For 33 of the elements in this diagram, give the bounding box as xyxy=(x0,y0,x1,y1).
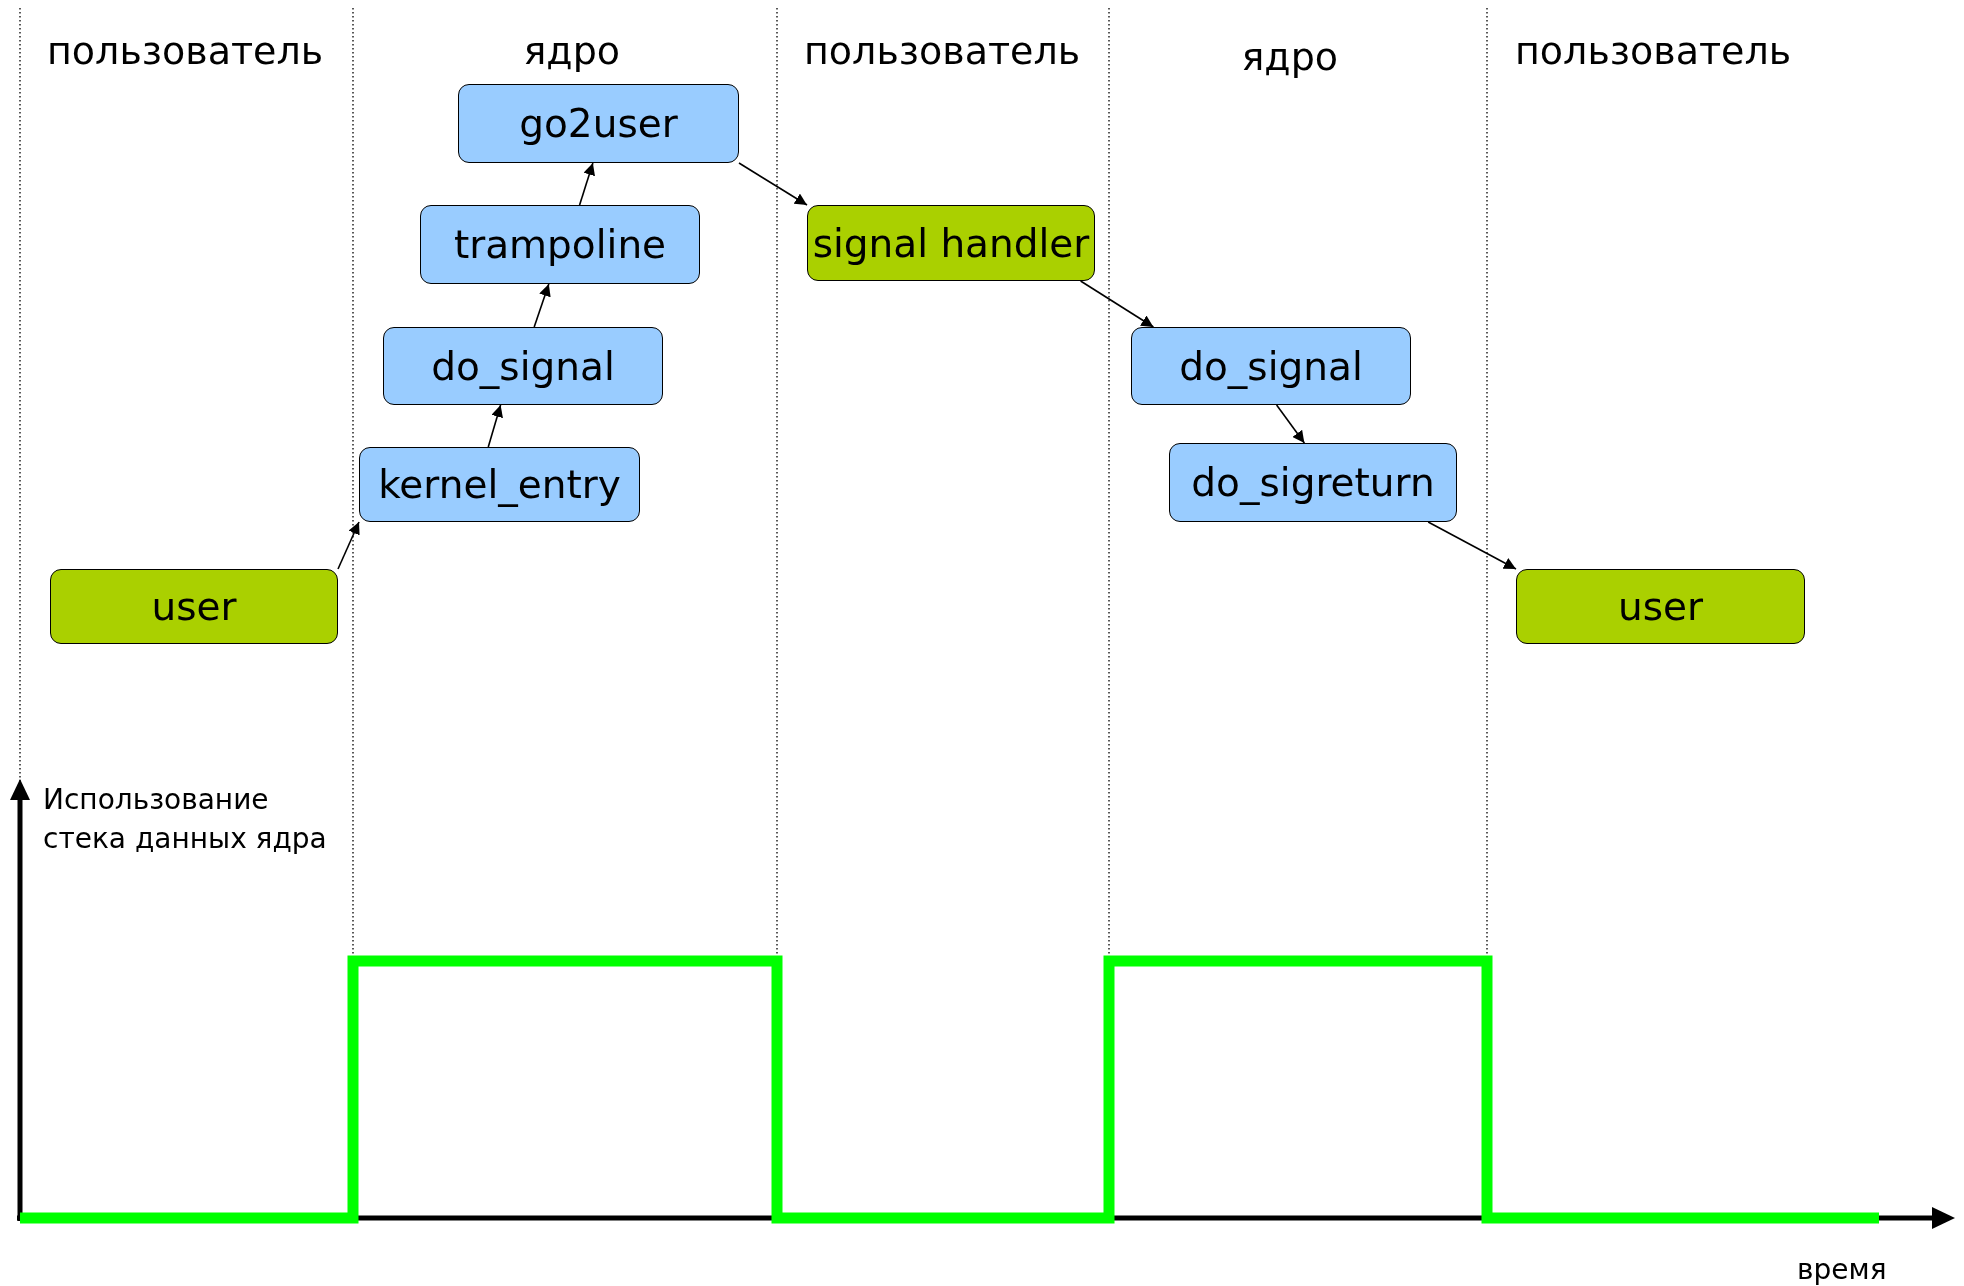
arrow xyxy=(738,162,808,206)
function-box xyxy=(383,327,663,405)
column-heading: ядро xyxy=(1241,34,1338,81)
arrow xyxy=(578,162,595,206)
column-heading: пользователь xyxy=(804,28,1081,75)
function-name: user xyxy=(1617,584,1704,629)
function-box xyxy=(420,205,700,284)
function-box xyxy=(359,447,640,522)
arrow xyxy=(1427,521,1517,570)
column-heading: пользователь xyxy=(47,28,324,75)
function-box xyxy=(807,205,1095,281)
arrow xyxy=(337,521,360,570)
function-box xyxy=(458,84,739,163)
axis-label: Использование стека данных ядра xyxy=(43,782,328,858)
function-name: kernel_entry xyxy=(378,462,621,507)
function-name: signal handler xyxy=(812,220,1090,266)
function-name: go2user xyxy=(519,101,678,146)
axis-label: время xyxy=(1797,1252,1887,1286)
arrow xyxy=(1079,280,1155,328)
column-heading: пользователь xyxy=(1515,28,1792,75)
function-name: do_signal xyxy=(1179,343,1363,389)
function-name: do_signal xyxy=(431,343,615,389)
function-name: user xyxy=(151,584,237,629)
arrow xyxy=(533,283,551,328)
function-name: trampoline xyxy=(453,222,667,267)
arrow xyxy=(1275,404,1306,444)
function-name: do_sigreturn xyxy=(1191,460,1435,505)
function-box xyxy=(1169,443,1457,522)
function-box xyxy=(1516,569,1805,644)
column-heading: ядро xyxy=(523,28,620,75)
function-box xyxy=(1131,327,1411,405)
function-box xyxy=(50,569,338,644)
arrow xyxy=(487,404,503,448)
